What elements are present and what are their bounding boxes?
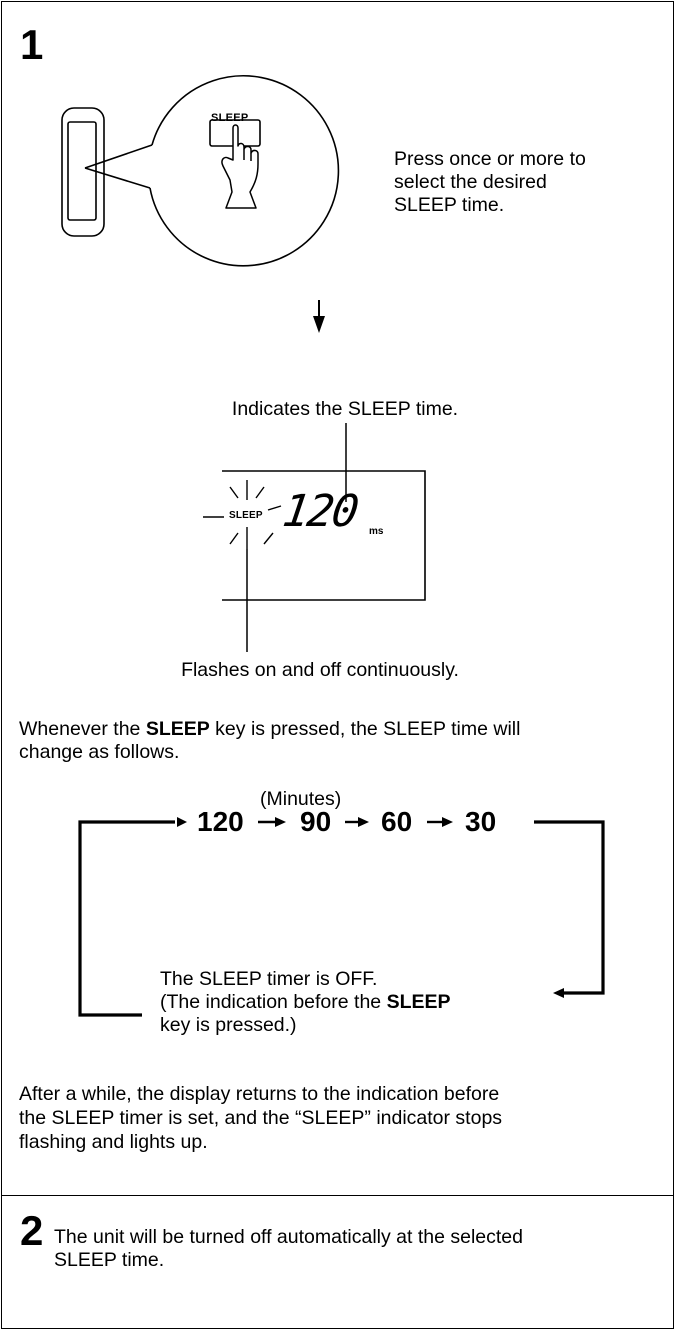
cycle-loop (78, 820, 605, 1017)
after-paragraph: After a while, the display returns to th… (19, 1082, 659, 1154)
step-2-number: 2 (20, 1207, 44, 1254)
text-span: key is pressed, the SLEEP time will (209, 718, 521, 740)
sequence-arrows (258, 817, 453, 827)
pressing-hand-icon (221, 124, 259, 209)
after-line: After a while, the display returns to th… (19, 1083, 500, 1105)
sleep-key-name: SLEEP (386, 991, 451, 1013)
minutes-label: (Minutes) (260, 788, 342, 810)
sleep-key-name: SLEEP (145, 718, 210, 740)
instruction-line: Press once or more to (394, 148, 586, 170)
text-span: Whenever the (19, 718, 146, 740)
step-1-number: 1 (20, 21, 44, 68)
step-2-text: The unit will be turned off automaticall… (54, 1226, 664, 1272)
remote-sleep-button-label: SLEEP (211, 112, 249, 124)
timer-off-text: The SLEEP timer is OFF. (The indication … (160, 968, 451, 1037)
timer-off-line: (The indication before the SLEEP (160, 991, 451, 1014)
change-paragraph: Whenever the SLEEP key is pressed, the S… (19, 718, 659, 764)
display-time-value: 120 (279, 486, 361, 537)
instruction-text: Press once or more to select the desired… (394, 148, 586, 217)
timer-off-line: key is pressed.) (160, 1014, 297, 1036)
cycle-arrow-start (177, 817, 187, 827)
down-arrow-icon (313, 300, 325, 333)
after-line: the SLEEP timer is set, and the “SLEEP” … (19, 1107, 503, 1129)
change-line-1: Whenever the SLEEP key is pressed, the S… (19, 718, 659, 741)
display-panel (222, 470, 426, 601)
sleep-value-30: 30 (465, 806, 497, 837)
cycle-arrow-end (553, 988, 564, 998)
display-caption-top: Indicates the SLEEP time. (231, 398, 459, 420)
step-2-line: The unit will be turned off automaticall… (54, 1226, 523, 1248)
remote-control-icon (61, 107, 153, 237)
display-sleep-indicator: SLEEP (229, 510, 263, 521)
text-span: (The indication before the (160, 991, 387, 1013)
section-divider (1, 1195, 674, 1196)
step-2-line: SLEEP time. (54, 1249, 165, 1271)
timer-off-line: The SLEEP timer is OFF. (160, 968, 378, 990)
instruction-line: SLEEP time. (394, 194, 505, 216)
display-unit: ms (369, 526, 384, 537)
after-line: flashing and lights up. (19, 1131, 208, 1153)
sleep-value-120: 120 (197, 806, 244, 837)
flash-rays-icon (203, 480, 282, 549)
sleep-value-90: 90 (300, 806, 332, 837)
sleep-value-60: 60 (381, 806, 413, 837)
display-caption-bottom: Flashes on and off continuously. (181, 659, 459, 681)
change-line-2: change as follows. (19, 741, 180, 763)
instruction-line: select the desired (394, 171, 547, 193)
